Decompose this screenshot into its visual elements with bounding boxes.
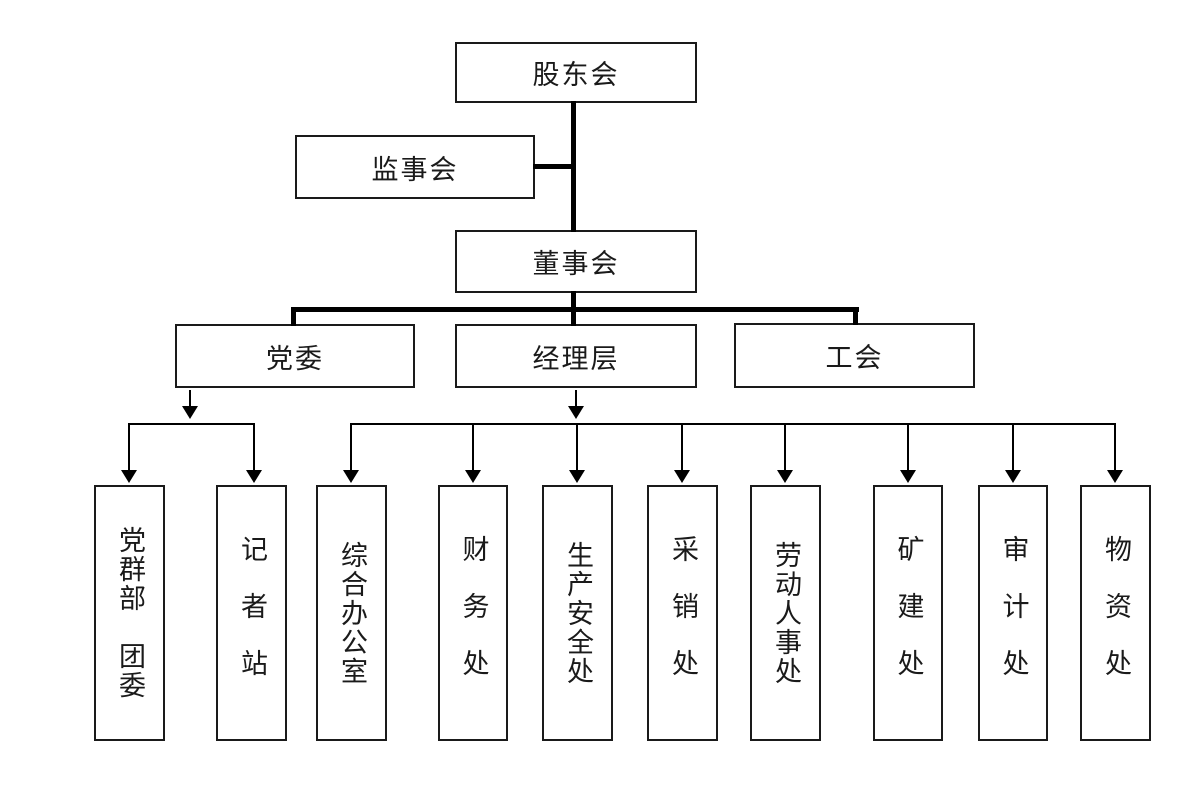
arrow-down-icon bbox=[900, 470, 916, 483]
node-supervisory-board: 监事会 bbox=[295, 135, 535, 199]
node-party-committee: 党委 bbox=[175, 324, 415, 388]
connector-supervisory-stub bbox=[533, 164, 573, 169]
node-materials-dept: 物资处 bbox=[1080, 485, 1151, 741]
connector-mgmt-drop-1 bbox=[350, 425, 352, 471]
connector-mgmt-arrow-stem bbox=[575, 390, 577, 407]
node-shareholders-meeting: 股东会 bbox=[455, 42, 697, 103]
arrow-down-icon bbox=[568, 406, 584, 419]
connector-party-bracket bbox=[128, 423, 255, 425]
node-procurement-sales-dept: 采销处 bbox=[647, 485, 718, 741]
node-label: 记者站 bbox=[237, 535, 267, 706]
node-label: 综合办公室 bbox=[337, 540, 367, 686]
connector-party-arrow-stem bbox=[189, 390, 191, 407]
arrow-down-icon bbox=[674, 470, 690, 483]
connector-drop-labor-union bbox=[853, 307, 858, 325]
node-general-office: 综合办公室 bbox=[316, 485, 387, 741]
node-production-safety-dept: 生产安全处 bbox=[542, 485, 613, 741]
connector-drop-party-committee bbox=[291, 307, 296, 326]
arrow-down-icon bbox=[343, 470, 359, 483]
arrow-down-icon bbox=[182, 406, 198, 419]
node-label: 股东会 bbox=[532, 60, 620, 90]
node-finance-dept: 财务处 bbox=[438, 485, 508, 741]
connector-mgmt-drop-3 bbox=[576, 425, 578, 471]
node-labor-personnel-dept: 劳动人事处 bbox=[750, 485, 821, 741]
node-labor-union: 工会 bbox=[734, 323, 975, 388]
connector-mgmt-bracket bbox=[350, 423, 1116, 425]
node-audit-dept: 审计处 bbox=[978, 485, 1048, 741]
node-journalist-station: 记者站 bbox=[216, 485, 287, 741]
node-management-level: 经理层 bbox=[455, 324, 697, 388]
connector-mgmt-drop-4 bbox=[681, 425, 683, 471]
arrow-down-icon bbox=[569, 470, 585, 483]
arrow-down-icon bbox=[246, 470, 262, 483]
connector-mgmt-drop-6 bbox=[907, 425, 909, 471]
node-label: 劳动人事处 bbox=[771, 540, 801, 686]
node-label: 董事会 bbox=[532, 249, 620, 279]
arrow-down-icon bbox=[121, 470, 137, 483]
node-label: 党委 bbox=[266, 343, 324, 374]
node-label: 财务处 bbox=[458, 535, 489, 706]
connector-mgmt-drop-7 bbox=[1012, 425, 1014, 471]
node-party-mass-dept-youth-league: 党群部 团委 bbox=[94, 485, 165, 741]
node-board-of-directors: 董事会 bbox=[455, 230, 697, 293]
node-label: 生产安全处 bbox=[563, 540, 593, 686]
node-label: 矿建处 bbox=[893, 535, 924, 706]
node-mine-construction-dept: 矿建处 bbox=[873, 485, 943, 741]
connector-mgmt-drop-8 bbox=[1114, 425, 1116, 471]
connector-level3-bus bbox=[291, 307, 859, 312]
connector-mgmt-drop-2 bbox=[472, 425, 474, 471]
arrow-down-icon bbox=[465, 470, 481, 483]
arrow-down-icon bbox=[1107, 470, 1123, 483]
node-label: 物资处 bbox=[1101, 535, 1131, 706]
node-label: 经理层 bbox=[532, 343, 620, 374]
connector-party-drop-1 bbox=[128, 425, 130, 471]
connector-mgmt-drop-5 bbox=[784, 425, 786, 471]
arrow-down-icon bbox=[1005, 470, 1021, 483]
node-label: 监事会 bbox=[371, 154, 459, 185]
node-label: 工会 bbox=[825, 343, 884, 373]
node-label: 审计处 bbox=[998, 535, 1029, 706]
node-label: 党群部 团委 bbox=[115, 526, 145, 700]
node-label: 采销处 bbox=[668, 535, 698, 706]
connector-shareholders-board bbox=[571, 101, 576, 232]
arrow-down-icon bbox=[777, 470, 793, 483]
connector-party-drop-2 bbox=[253, 425, 255, 471]
